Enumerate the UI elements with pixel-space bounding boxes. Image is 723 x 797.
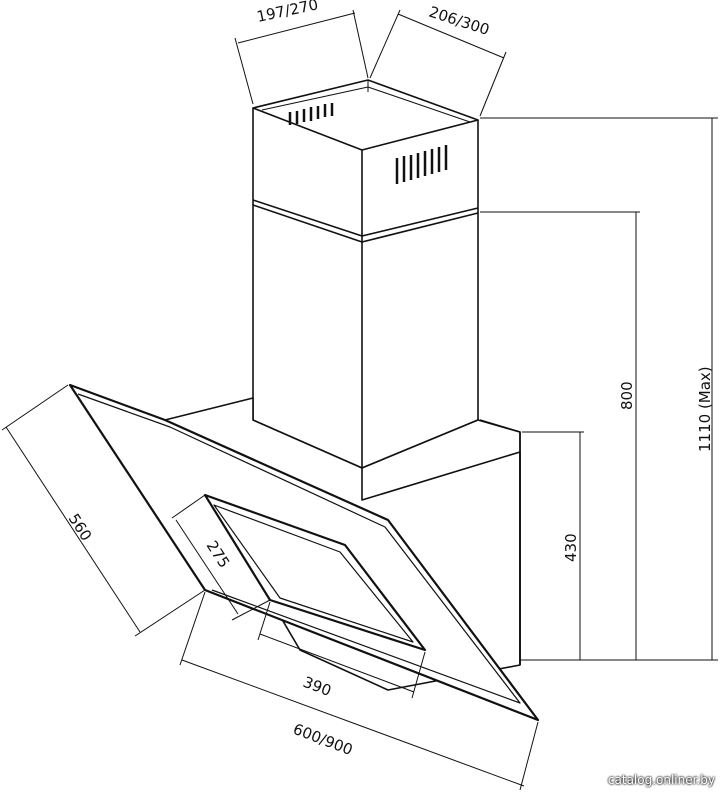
grease-filter-frame <box>203 493 427 652</box>
dimension-lines <box>1 9 718 791</box>
lower-chimney <box>252 199 479 469</box>
chimney-vents-back <box>288 103 334 125</box>
dim-height-max: 1110 (Max) <box>696 366 714 452</box>
dim-chimney-depth: 206/300 <box>427 3 492 39</box>
dim-overall-width: 600/900 <box>291 720 356 759</box>
dim-body-height: 430 <box>562 533 580 562</box>
chimney <box>252 79 479 242</box>
chimney-vents-front <box>395 145 448 184</box>
dim-glass-depth: 560 <box>65 510 96 544</box>
dim-chimney-width: 197/270 <box>255 0 320 26</box>
watermark: catalog.onliner.by <box>607 773 715 787</box>
glass-panel <box>68 383 540 722</box>
dim-800: 800 <box>618 381 636 410</box>
dim-filter-width: 390 <box>301 673 334 700</box>
